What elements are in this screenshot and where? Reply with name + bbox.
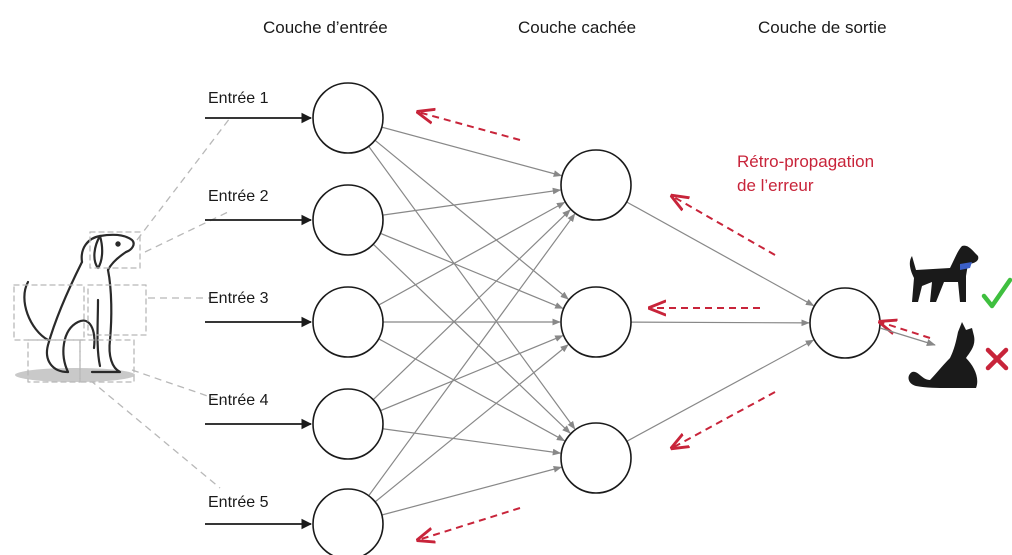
output-layer-title: Couche de sortie <box>758 18 887 37</box>
input-layer-title: Couche d’entrée <box>263 18 388 37</box>
input-label-3: Entrée 3 <box>208 290 269 307</box>
output-arrow <box>879 327 936 347</box>
input-hidden-edge <box>372 209 571 401</box>
input-hidden-edge <box>381 465 563 516</box>
input-hidden-edge <box>378 338 566 442</box>
input-label-5: Entrée 5 <box>208 494 269 511</box>
input-hidden-edge <box>380 232 564 309</box>
input-label-1: Entrée 1 <box>208 90 269 107</box>
connection-lines <box>368 126 815 516</box>
input-neuron <box>312 388 384 460</box>
backprop-label-line2: de l’erreur <box>737 176 814 195</box>
input-hidden-edge <box>382 428 562 456</box>
output-neuron <box>809 287 881 359</box>
input-hidden-edge <box>368 213 576 497</box>
input-hidden-edge <box>382 187 562 216</box>
input-hidden-edge <box>368 145 576 430</box>
hidden-neuron <box>560 286 632 358</box>
hidden-layer-title: Couche cachée <box>518 18 637 37</box>
input-neuron <box>312 286 384 358</box>
check-icon <box>981 277 1012 309</box>
backprop-arrows <box>418 112 931 540</box>
input-neuron <box>312 82 384 154</box>
feature-guide-lines <box>89 117 231 489</box>
hidden-neuron <box>560 149 632 221</box>
input-hidden-edge <box>381 126 563 177</box>
cat-silhouette-icon <box>908 322 978 388</box>
input-hidden-edge <box>374 344 569 503</box>
dog-sketch-icon <box>13 231 147 383</box>
backprop-label-line1: Rétro-propagation <box>737 152 875 171</box>
input-neuron <box>312 184 384 256</box>
dog-silhouette-icon <box>909 245 979 302</box>
input-arrows <box>205 112 313 530</box>
neurons <box>312 82 881 555</box>
input-label-4: Entrée 4 <box>208 392 269 409</box>
input-neuron <box>312 488 384 555</box>
hidden-output-edge <box>626 201 815 307</box>
input-hidden-edge <box>378 201 566 306</box>
hidden-neuron <box>560 422 632 494</box>
hidden-output-edge <box>626 339 815 442</box>
cross-icon <box>985 347 1009 371</box>
input-label-2: Entrée 2 <box>208 188 269 205</box>
input-hidden-edge <box>380 335 564 412</box>
hidden-output-edge <box>630 319 810 327</box>
input-hidden-edge <box>372 243 571 434</box>
input-hidden-edge <box>374 139 569 300</box>
